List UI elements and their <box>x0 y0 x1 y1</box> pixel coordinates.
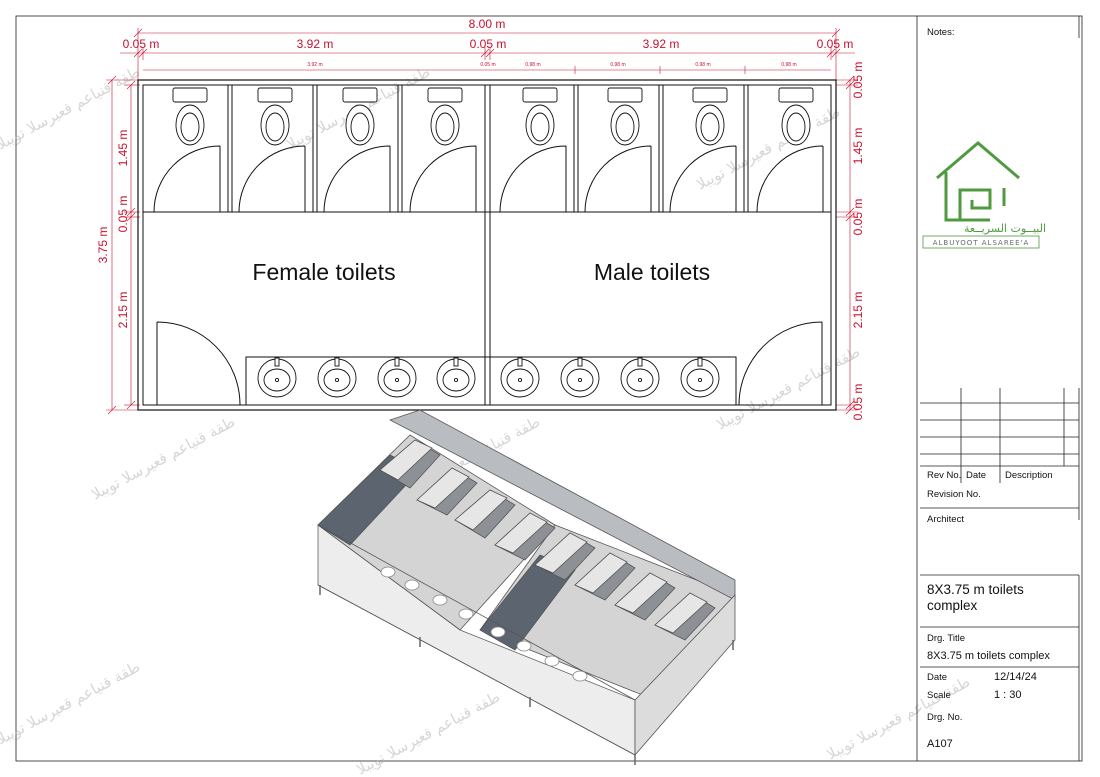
dim-left-2: 0.05 m <box>116 196 130 233</box>
iso-sinks <box>380 566 588 682</box>
dim-top-4: 3.92 m <box>643 37 680 51</box>
floor-plan <box>137 79 837 411</box>
dim-left-height: 3.75 m <box>96 227 110 264</box>
date-header: Date <box>966 470 986 481</box>
drg-no-label: Drg. No. <box>927 712 962 723</box>
dim-left-1: 1.45 m <box>116 130 130 167</box>
dim-right-1: 0.05 m <box>851 62 865 99</box>
dim-right-2: 1.45 m <box>851 128 865 165</box>
iso-cubicle-tops <box>379 439 708 634</box>
room-label-male: Male toilets <box>594 259 710 285</box>
sink-6 <box>560 357 600 398</box>
dim-sub-3: 0.98 m <box>525 62 540 68</box>
dim-right-3: 0.05 m <box>851 199 865 236</box>
toilet-2 <box>257 87 293 146</box>
dim-sub-6: 0.98 m <box>781 62 796 68</box>
dim-top-2: 3.92 m <box>297 37 334 51</box>
iso-legs <box>319 585 734 765</box>
title-block-text: Notes: Rev No. Date Description Revision… <box>927 27 1053 750</box>
iso-right-wall <box>634 594 736 757</box>
dim-top-1: 0.05 m <box>123 37 160 51</box>
room-label-female: Female toilets <box>252 259 395 285</box>
house-icon <box>936 141 1020 222</box>
vanity-counter <box>245 356 737 406</box>
cubicle-door <box>238 145 306 213</box>
toilet-4 <box>427 87 463 146</box>
title-block <box>916 16 1080 761</box>
sink-5 <box>500 357 540 398</box>
project-title-line1: 8X3.75 m toilets <box>927 582 1024 597</box>
sink-8 <box>680 357 720 398</box>
outer-wall <box>137 79 837 411</box>
dimensions <box>106 28 858 415</box>
project-title-line2: complex <box>927 598 978 613</box>
toilet-8 <box>778 87 814 146</box>
watermark-7: طقة قنياعم قعيرسلا تويبلا <box>0 658 143 749</box>
dim-top-3: 0.05 m <box>470 37 507 51</box>
iso-back-wall <box>388 409 736 601</box>
drg-title-value: 8X3.75 m toilets complex <box>927 650 1050 662</box>
cubicle-door <box>409 145 477 213</box>
dim-sub-4: 0.98 m <box>610 62 625 68</box>
toilet-7 <box>692 87 728 146</box>
description-header: Description <box>1005 470 1053 481</box>
architect-label: Architect <box>927 514 964 525</box>
drg-no-value: A107 <box>927 738 953 750</box>
sink-3 <box>377 357 417 398</box>
toilets <box>172 87 814 146</box>
dim-right-4: 2.15 m <box>851 292 865 329</box>
dim-sub-1: 3.92 m <box>307 62 322 68</box>
cubicle-door <box>499 145 567 213</box>
toilet-5 <box>522 87 558 146</box>
sink-4 <box>436 357 476 398</box>
date-label: Date <box>927 672 947 683</box>
date-value: 12/14/24 <box>994 671 1037 683</box>
toilet-1 <box>172 87 208 146</box>
dim-top-5: 0.05 m <box>817 37 854 51</box>
entry-door-female <box>156 321 241 406</box>
scale-label: Scale <box>927 690 951 701</box>
toilet-6 <box>607 87 643 146</box>
dim-sub-5: 0.98 m <box>695 62 710 68</box>
cubicle-door <box>669 145 737 213</box>
revision-no-label: Revision No. <box>927 489 981 500</box>
dim-left-3: 2.15 m <box>116 292 130 329</box>
logo-latin-text: ALBUYOOT ALSAREE'A <box>933 239 1030 247</box>
dimension-labels: 8.00 m 0.05 m 3.92 m 0.05 m 3.92 m 0.05 … <box>96 17 865 420</box>
logo-arabic-text: البيــوت السريــعة <box>964 222 1046 235</box>
cubicle-door <box>323 145 391 213</box>
cubicle-door <box>756 145 824 213</box>
scale-value: 1 : 30 <box>994 689 1022 701</box>
drg-title-label: Drg. Title <box>927 633 965 644</box>
sinks <box>257 357 720 398</box>
watermark-8: طقة قنياعم قعيرسلا تويبلا <box>353 688 503 777</box>
rev-no-header: Rev No. <box>927 470 961 481</box>
dim-overall-width: 8.00 m <box>469 17 506 31</box>
watermark-5: طقة قنياعم قعيرسلا تويبلا <box>88 413 238 504</box>
toilet-3 <box>342 87 378 146</box>
sink-2 <box>317 357 357 398</box>
sink-1 <box>257 357 297 398</box>
sink-7 <box>620 357 660 398</box>
sheet-border <box>15 15 1083 762</box>
dim-sub-2: 0.05 m <box>480 62 495 68</box>
dim-right-5: 0.05 m <box>851 384 865 421</box>
notes-label: Notes: <box>927 27 954 38</box>
cubicle-door <box>153 145 221 213</box>
cubicle-door <box>584 145 652 213</box>
entry-door-male <box>738 321 823 406</box>
isometric-view <box>317 409 736 765</box>
company-logo: البيــوت السريــعة ALBUYOOT ALSAREE'A <box>922 141 1046 249</box>
